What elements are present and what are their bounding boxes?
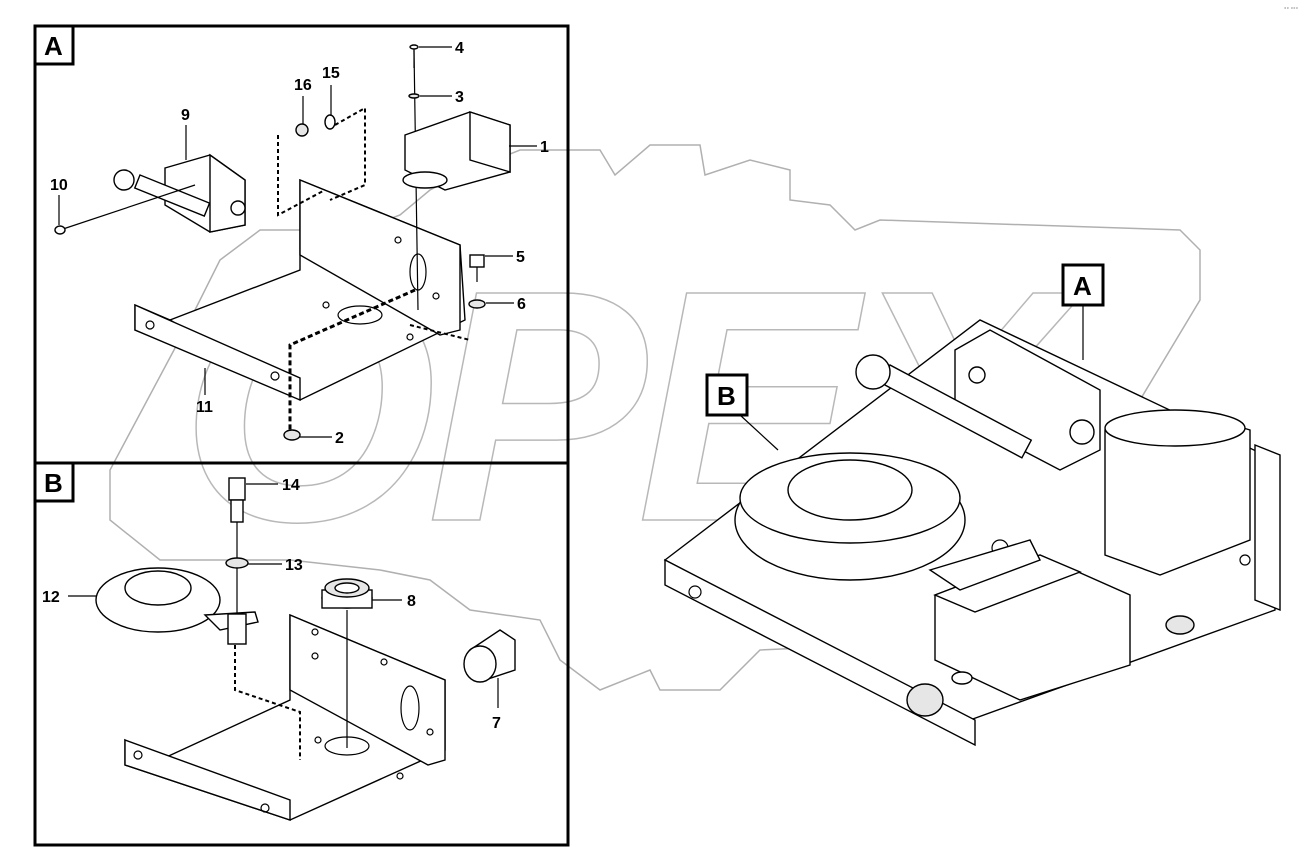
assembled-callouts: A B [705, 263, 1105, 451]
callout-4: 4 [455, 40, 464, 57]
assembly-label-b-box [705, 373, 749, 417]
callout-9: 9 [181, 107, 190, 124]
panel-a-label: A [44, 31, 63, 61]
assembled-view [663, 319, 1281, 747]
assembly-line-a4 [329, 106, 366, 201]
callout-5: 5 [516, 249, 525, 266]
assembled-horn [734, 452, 1041, 591]
assembly-leader-b [739, 414, 779, 451]
callout-7: 7 [492, 715, 501, 732]
nut-2 [283, 429, 301, 441]
panel-b-label: B [44, 468, 63, 498]
callout-6: 6 [517, 296, 526, 313]
callout-16: 16 [294, 77, 312, 94]
assembly-line-a3 [277, 135, 326, 217]
washer-15 [324, 114, 336, 130]
callout-2: 2 [335, 430, 344, 447]
assembled-clamp [855, 329, 1101, 471]
assembly-label-b: B [717, 381, 736, 411]
panel-a-label-box [33, 24, 75, 66]
corner-mark: °° °°° [1284, 7, 1299, 13]
screw-10-head [54, 225, 66, 235]
washer-13 [225, 557, 249, 569]
washer-6 [468, 299, 486, 309]
washer-3 [408, 93, 420, 99]
assembled-relay [933, 409, 1251, 701]
assembly-line-a1 [288, 288, 416, 430]
relay-a [402, 111, 511, 191]
screw-4-head [409, 44, 419, 50]
assembly-line-a2 [409, 324, 471, 341]
watermark-gear-outline [109, 144, 1201, 691]
bolt-14 [228, 477, 246, 523]
assembly-line-b2 [234, 645, 301, 760]
horn-12 [95, 567, 259, 645]
callout-14: 14 [282, 477, 300, 494]
callout-11: 11 [196, 399, 213, 416]
panel-a-drawing [54, 44, 511, 441]
panel-a-callouts: 1 2 3 4 5 6 9 10 11 15 16 [50, 40, 549, 447]
callout-13: 13 [285, 557, 303, 574]
bracket-a [134, 178, 466, 402]
callout-12: 12 [42, 589, 60, 606]
panel-b-frame [33, 461, 570, 847]
bracket-b [124, 613, 446, 821]
assembly-label-a: A [1073, 271, 1092, 301]
bolt-5 [469, 254, 485, 268]
assembled-nut [906, 671, 973, 717]
screw-10 [59, 184, 196, 231]
plug-7 [463, 629, 516, 683]
clamp-a [113, 153, 246, 233]
callout-1: 1 [540, 139, 549, 156]
callout-15: 15 [322, 65, 340, 82]
assembly-label-a-box [1061, 263, 1105, 307]
callout-10: 10 [50, 177, 68, 194]
nut-16 [295, 123, 309, 137]
panel-b-drawing [95, 477, 516, 821]
callout-3: 3 [455, 89, 464, 106]
callout-8: 8 [407, 593, 416, 610]
panel-b-callouts: 7 8 12 13 14 [42, 477, 501, 732]
grommet-8 [321, 578, 373, 609]
panel-b-label-box [33, 461, 75, 503]
